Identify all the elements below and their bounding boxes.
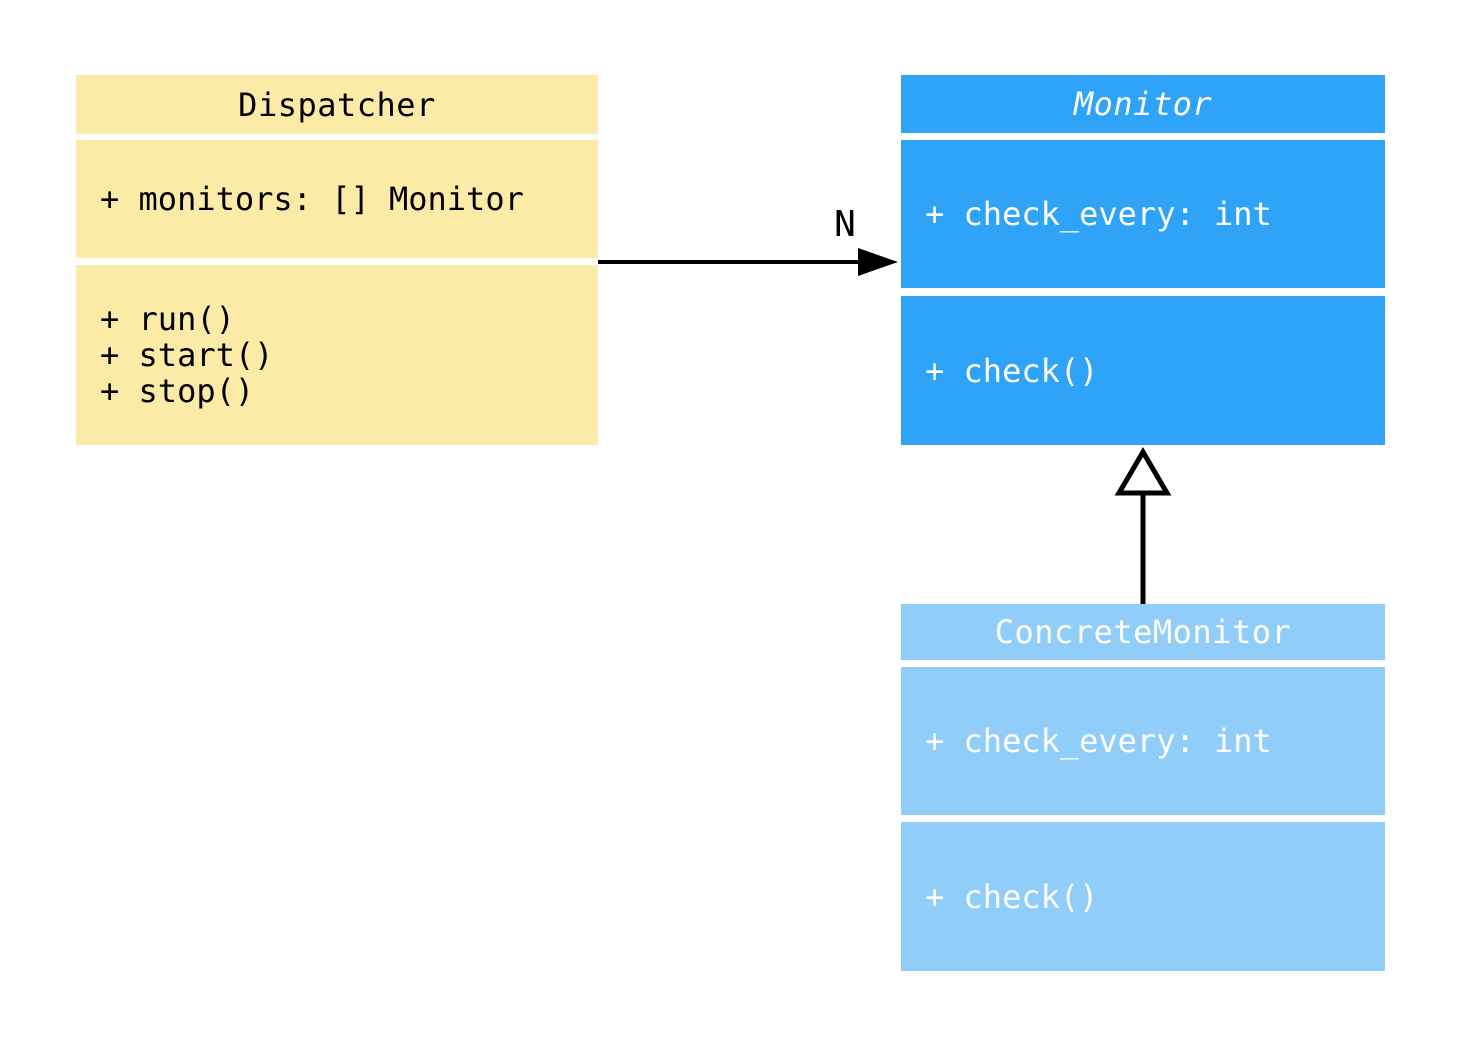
class-box-concretemonitor: ConcreteMonitor + check_every: int + che…: [901, 604, 1385, 971]
association-arrowhead-icon: [858, 248, 898, 276]
method-row: + run(): [100, 300, 235, 338]
class-title-concretemonitor: ConcreteMonitor: [901, 604, 1385, 660]
attribute-row: + check_every: int: [925, 195, 1272, 233]
class-attributes-monitor: + check_every: int: [901, 140, 1385, 288]
attribute-row: + check_every: int: [925, 722, 1272, 760]
class-methods-monitor: + check(): [901, 296, 1385, 445]
method-row: + stop(): [100, 372, 255, 410]
class-title-dispatcher: Dispatcher: [76, 75, 598, 134]
class-title-monitor: Monitor: [901, 75, 1385, 133]
class-box-dispatcher: Dispatcher + monitors: [] Monitor + run(…: [76, 75, 598, 445]
inheritance-triangle-icon: [1114, 447, 1172, 496]
inheritance-concretemonitor-to-monitor: [1114, 447, 1172, 604]
method-row: + check(): [925, 351, 1099, 390]
association-dispatcher-to-monitor: [598, 248, 898, 276]
class-methods-dispatcher: + run() + start() + stop(): [76, 265, 598, 445]
method-row: + start(): [100, 336, 274, 374]
method-row: + check(): [925, 877, 1099, 916]
association-multiplicity-label: N: [834, 204, 856, 245]
class-box-monitor: Monitor + check_every: int + check(): [901, 75, 1385, 445]
class-methods-concretemonitor: + check(): [901, 822, 1385, 971]
attribute-row: + monitors: [] Monitor: [100, 180, 524, 218]
class-attributes-dispatcher: + monitors: [] Monitor: [76, 140, 598, 258]
class-attributes-concretemonitor: + check_every: int: [901, 667, 1385, 815]
